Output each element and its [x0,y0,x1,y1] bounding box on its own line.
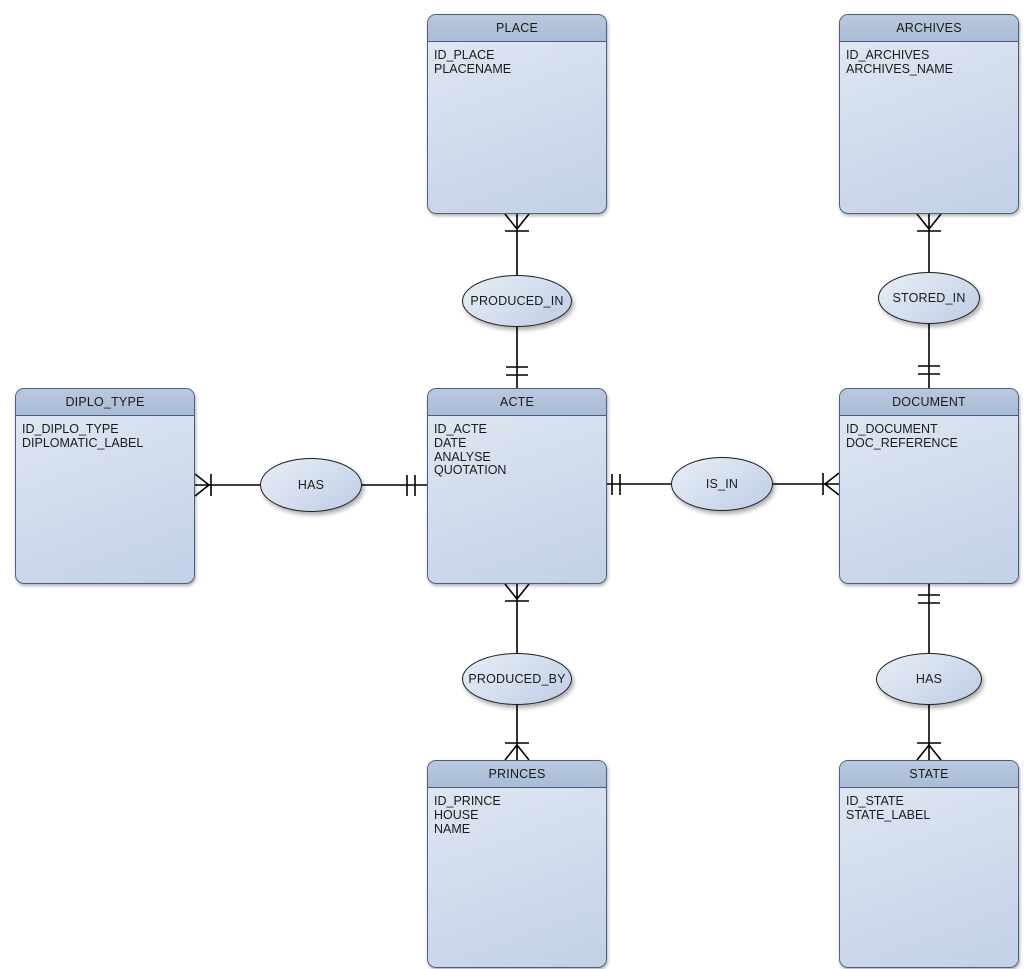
entity-attribute: NAME [434,821,471,836]
entity-title: ACTE [428,389,606,416]
connector-diplo_type-has [194,473,260,497]
entity-title: DIPLO_TYPE [16,389,194,416]
entity-attribute-list: ID_DIPLO_TYPE DIPLOMATIC_LABEL [16,416,194,451]
relationship-label: HAS [297,478,325,492]
relationship-produced-in[interactable]: PRODUCED_IN [462,275,572,327]
entity-attribute: ID_DIPLO_TYPE [22,422,119,436]
crowsfoot-state [916,743,942,761]
entity-title: PRINCES [428,761,606,788]
entity-attribute: STATE_LABEL [846,807,931,822]
entity-attribute-list: ID_DOCUMENT DOC_REFERENCE [840,416,1018,451]
connector-produced_in-acte [506,327,528,388]
entity-title: DOCUMENT [840,389,1018,416]
entity-attribute: DOC_REFERENCE [846,435,958,450]
connector-is_in-document [773,472,840,496]
connector-acte-is_in [607,474,671,495]
entity-attribute-list: ID_PRINCE HOUSE NAME [428,788,606,836]
crowsfoot-diplo_type [194,473,211,497]
connector-produced_by-princes [504,705,530,761]
entity-attribute: ANALYSE [434,449,491,464]
relationship-label: IS_IN [705,477,739,491]
entity-attribute: DIPLOMATIC_LABEL [22,435,144,450]
entity-attribute: ID_ARCHIVES [846,48,930,62]
connector-stored_in-document [918,324,940,388]
entity-attribute: ARCHIVES_NAME [846,61,953,76]
entity-state[interactable]: STATE ID_STATE STATE_LABEL [839,760,1019,968]
connector-has-acte [362,475,427,496]
entity-attribute: PLACENAME [434,61,512,76]
relationship-label: HAS [915,672,943,686]
entity-attribute-list: ID_ACTE DATE ANALYSE QUOTATION [428,416,606,478]
crowsfoot-acte-bottom [504,583,530,601]
crowsfoot-place [504,213,530,231]
connector-archives-stored_in [916,213,942,272]
connector-place-produced_in [504,213,530,275]
relationship-label: PRODUCED_BY [468,672,566,686]
entity-attribute-list: ID_PLACE PLACENAME [428,42,606,77]
entity-title: PLACE [428,15,606,42]
entity-attribute-list: ID_ARCHIVES ARCHIVES_NAME [840,42,1018,77]
relationship-label: STORED_IN [892,291,966,305]
entity-attribute: ID_DOCUMENT [846,422,938,436]
connector-acte-produced_by [504,583,530,653]
entity-attribute: ID_PLACE [434,48,495,62]
entity-attribute: HOUSE [434,807,479,822]
entity-attribute: QUOTATION [434,463,507,478]
connector-document-has [918,584,940,653]
crowsfoot-document-left [823,472,840,496]
entity-attribute: ID_STATE [846,794,904,808]
relationship-produced-by[interactable]: PRODUCED_BY [462,653,572,705]
relationship-stored-in[interactable]: STORED_IN [878,272,980,324]
entity-attribute: ID_PRINCE [434,794,501,808]
entity-princes[interactable]: PRINCES ID_PRINCE HOUSE NAME [427,760,607,968]
entity-title: ARCHIVES [840,15,1018,42]
entity-diplo-type[interactable]: DIPLO_TYPE ID_DIPLO_TYPE DIPLOMATIC_LABE… [15,388,195,584]
entity-archives[interactable]: ARCHIVES ID_ARCHIVES ARCHIVES_NAME [839,14,1019,214]
entity-acte[interactable]: ACTE ID_ACTE DATE ANALYSE QUOTATION [427,388,607,584]
relationship-has-diplo-type[interactable]: HAS [260,458,362,512]
entity-title: STATE [840,761,1018,788]
entity-attribute: DATE [434,435,467,450]
crowsfoot-archives [916,213,942,231]
entity-place[interactable]: PLACE ID_PLACE PLACENAME [427,14,607,214]
entity-attribute: ID_ACTE [434,422,487,436]
crowsfoot-princes [504,743,530,761]
connector-has-state [916,705,942,761]
entity-document[interactable]: DOCUMENT ID_DOCUMENT DOC_REFERENCE [839,388,1019,584]
relationship-is-in[interactable]: IS_IN [671,457,773,511]
entity-attribute-list: ID_STATE STATE_LABEL [840,788,1018,823]
relationship-label: PRODUCED_IN [470,294,564,308]
relationship-has-state[interactable]: HAS [876,653,982,705]
